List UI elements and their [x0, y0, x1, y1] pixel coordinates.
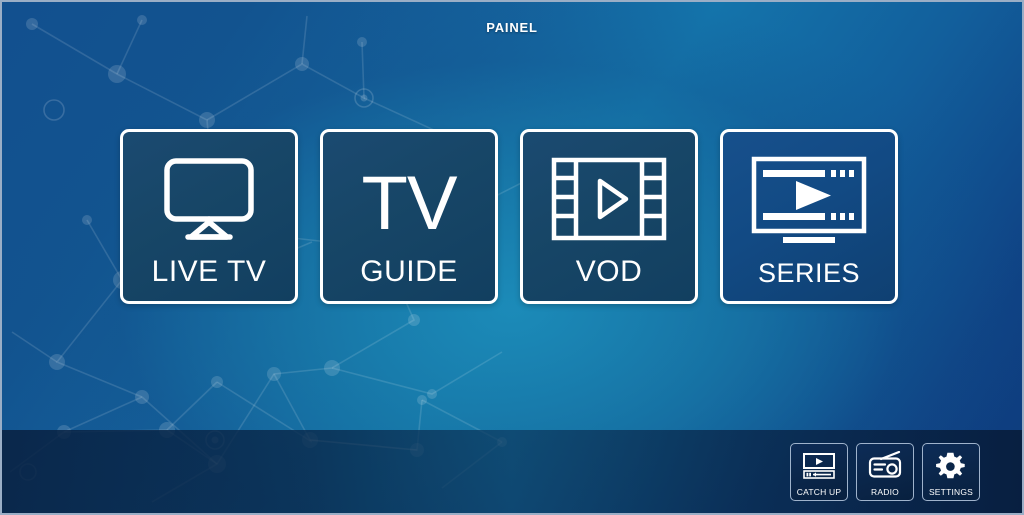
- film-strip-play-icon: [523, 132, 695, 257]
- action-label: RADIO: [871, 487, 899, 497]
- bottom-action-buttons: CATCH UP RADIO: [790, 443, 980, 501]
- radio-icon: [857, 444, 913, 487]
- catch-up-button[interactable]: CATCH UP: [790, 443, 848, 501]
- main-menu-tiles: LIVE TV TV GUIDE VOD: [120, 129, 898, 304]
- settings-button[interactable]: SETTINGS: [922, 443, 980, 501]
- tile-live-tv[interactable]: LIVE TV: [120, 129, 298, 304]
- tv-text-icon: TV: [323, 132, 495, 257]
- tile-series[interactable]: SERIES: [720, 129, 898, 304]
- television-icon: [123, 132, 295, 257]
- radio-button[interactable]: RADIO: [856, 443, 914, 501]
- header: PAINEL: [2, 2, 1022, 52]
- page-title: PAINEL: [486, 19, 538, 35]
- tile-label: VOD: [575, 255, 643, 288]
- tile-vod[interactable]: VOD: [520, 129, 698, 304]
- monitor-play-icon: [723, 132, 895, 260]
- action-label: CATCH UP: [796, 487, 842, 497]
- tile-label: LIVE TV: [151, 255, 267, 288]
- tv-text-glyph: TV: [361, 160, 457, 246]
- catch-up-icon: [791, 444, 847, 487]
- bottom-bar: CATCH UP RADIO: [2, 430, 1022, 513]
- tile-label: SERIES: [757, 258, 861, 288]
- action-label: SETTINGS: [928, 487, 974, 497]
- tile-label: GUIDE: [360, 255, 458, 288]
- gear-icon: [923, 444, 979, 487]
- tile-tv-guide[interactable]: TV GUIDE: [320, 129, 498, 304]
